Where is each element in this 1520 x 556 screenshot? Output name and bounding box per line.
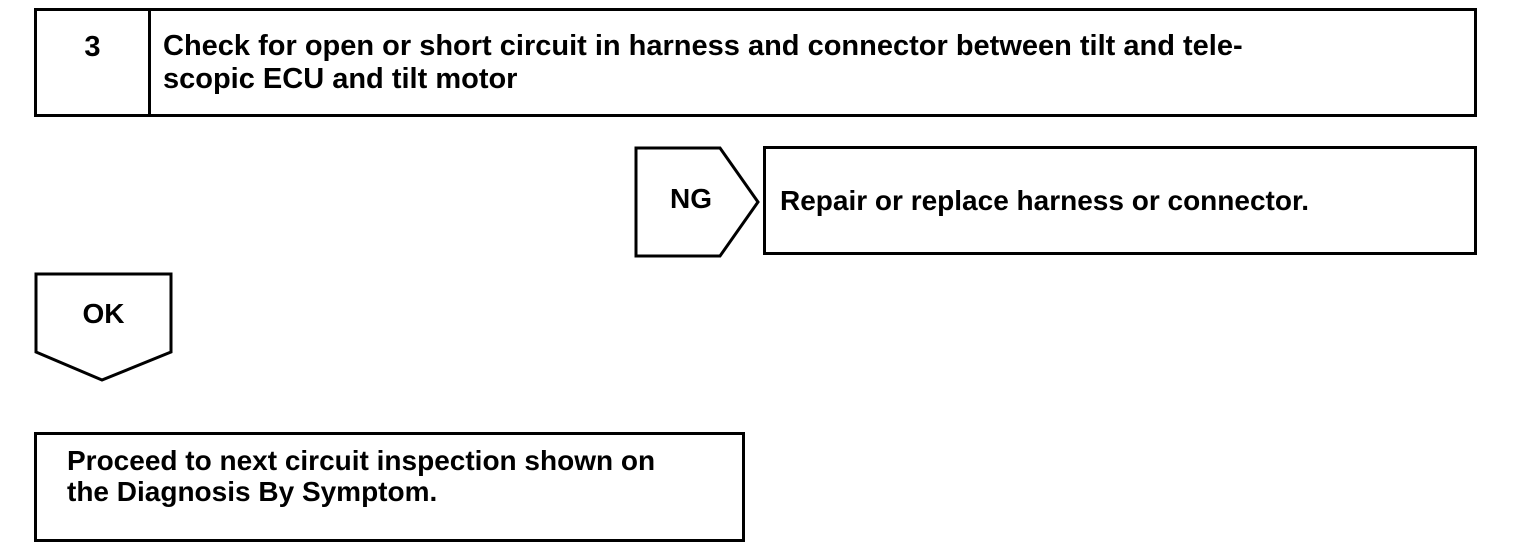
step-title: Check for open or short circuit in harne…: [151, 11, 1474, 114]
ok-label: OK: [82, 298, 125, 329]
ok-result-line: Proceed to next circuit inspection shown…: [67, 445, 656, 476]
ng-arrow-shape: [634, 146, 760, 258]
ok-result-box: Proceed to next circuit inspection shown…: [34, 432, 745, 542]
step-box: 3 Check for open or short circuit in har…: [34, 8, 1477, 117]
step-title-line: scopic ECU and tilt motor: [163, 63, 518, 95]
ok-arrow-shape: [34, 272, 173, 382]
step-title-line: Check for open or short circuit in harne…: [163, 30, 1243, 62]
ng-result-box: Repair or replace harness or connector.: [763, 146, 1477, 255]
ng-result-text: Repair or replace harness or connector.: [780, 184, 1310, 216]
ok-result-line: the Diagnosis By Symptom.: [67, 476, 438, 507]
ng-label: NG: [670, 183, 712, 214]
step-number: 3: [37, 11, 151, 114]
